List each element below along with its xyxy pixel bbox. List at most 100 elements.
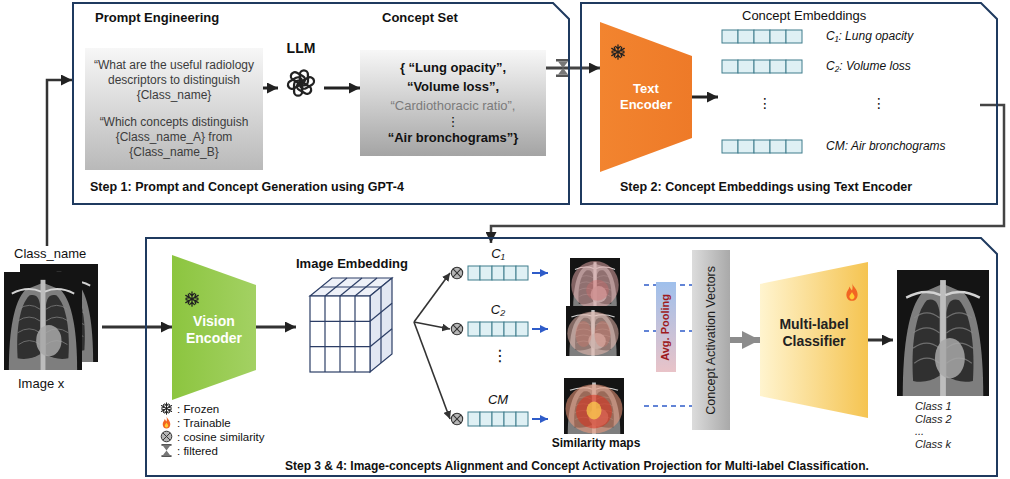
- ellipsis: ⋮: [492, 346, 508, 366]
- text-holder: C₁: [478, 246, 518, 262]
- similarity-map: [564, 378, 624, 434]
- input-label: Class_name: [14, 246, 86, 262]
- prompt-text: “Which concepts distinguish {Class_name_…: [93, 115, 255, 160]
- embedding-cell: [468, 412, 480, 426]
- concept-item: “Air bronchograms”}: [360, 130, 546, 146]
- connector: [532, 272, 548, 274]
- vector-label: CM: [478, 392, 518, 408]
- connector: [491, 105, 1004, 243]
- vector-label: C₂: [478, 302, 518, 318]
- connector: [730, 337, 760, 343]
- similarity-map: [566, 306, 620, 356]
- ellipsis: ⋮: [758, 94, 772, 112]
- embedding-cube: [310, 278, 392, 372]
- panel-border: [581, 3, 997, 204]
- class-label: ...: [915, 425, 924, 438]
- frozen-icon: [185, 292, 200, 306]
- text-holder: Avg. Pooling: [656, 282, 676, 372]
- text-holder: Text Encoder: [610, 81, 682, 113]
- trapezoid-shape: [600, 22, 692, 172]
- embedding-cell: [754, 30, 770, 43]
- text-holder: Prompt Engineering: [95, 10, 219, 26]
- legend-text: : Frozen: [177, 402, 219, 416]
- text-holder: Class k: [915, 438, 951, 451]
- embedding-cell: [468, 322, 480, 336]
- legend-row: : Frozen: [160, 402, 219, 416]
- legend-row: : Trainable: [160, 416, 231, 430]
- connector: [47, 80, 72, 246]
- text-holder: Class 2: [915, 413, 952, 426]
- classifier-label: Multi-label Classifier: [768, 316, 860, 350]
- text-holder: Concept Activation Vectors: [692, 250, 730, 430]
- embedding-cell: [492, 266, 504, 280]
- shape-layer: [548, 256, 644, 452]
- embedding-cell: [516, 412, 528, 426]
- prompt-box: Prompt Engineering “What are the useful r…: [85, 8, 263, 170]
- embedding-cell: [492, 322, 504, 336]
- text-holder: Vision Encoder: [179, 313, 249, 347]
- shape-layer: [296, 256, 414, 380]
- concept-item: “Cardiothoracic ratio”,: [360, 98, 546, 114]
- connector: [414, 322, 450, 419]
- legend-symbol: [161, 431, 172, 442]
- embedding-cell: [504, 412, 516, 426]
- text-holder: Step 3 & 4: Image-concepts Alignment and…: [285, 459, 869, 473]
- legend-text: : filtered: [177, 444, 218, 458]
- legend-symbol: [161, 444, 171, 457]
- similarity-maps: Similarity maps: [548, 256, 644, 452]
- text-holder: ...: [915, 425, 924, 438]
- prompt-text: “What are the useful radiology descripto…: [93, 58, 255, 103]
- text-holder: C₁: Lung opacity: [826, 29, 913, 43]
- llm-label: LLM: [278, 40, 324, 57]
- connector: [644, 405, 692, 407]
- image-embedding: Image Embedding: [296, 256, 414, 380]
- ellipsis: ⋮: [360, 114, 546, 130]
- embedding-cell: [754, 140, 770, 153]
- embedding-cell: [786, 140, 802, 153]
- concept-item: { “Lung opacity”,: [360, 60, 546, 76]
- llm-icon: [287, 70, 316, 95]
- embedding-label: C₁: Lung opacity: [826, 29, 913, 43]
- xray-image: [897, 270, 989, 396]
- shape-layer: [893, 270, 993, 454]
- embedding-cell: [480, 322, 492, 336]
- legend-symbol: [163, 417, 171, 429]
- group-heading: Image Embedding: [296, 256, 408, 272]
- text-holder: Step 2: Concept Embeddings using Text En…: [620, 180, 912, 195]
- text-holder: “Volume loss”,: [360, 79, 546, 95]
- group-heading: Concept Embeddings: [742, 8, 866, 24]
- text-holder: ⋮: [758, 94, 772, 112]
- embedding-cell: [738, 60, 754, 73]
- embedding-cell: [786, 60, 802, 73]
- concept-vector: C₁: [450, 243, 532, 283]
- embedding-cell: [754, 60, 770, 73]
- embedding-cell: [786, 30, 802, 43]
- embedding-cell: [504, 266, 516, 280]
- shape-layer: [2, 246, 102, 394]
- connector: [414, 322, 450, 329]
- connector: [532, 328, 548, 330]
- embedding-cell: [722, 30, 738, 43]
- text-holder: ⋮: [360, 114, 546, 130]
- multilabel-classifier: Multi-label Classifier: [760, 262, 868, 418]
- frozen-icon: [611, 45, 626, 59]
- box-heading: Prompt Engineering: [95, 10, 219, 26]
- legend-text: : Trainable: [177, 416, 231, 430]
- text-holder: ⋮: [872, 94, 886, 112]
- text-holder: Step 1: Prompt and Concept Generation us…: [90, 180, 404, 195]
- embedding-cell: [770, 60, 786, 73]
- embedding-cell: [480, 412, 492, 426]
- avg-pooling: Avg. Pooling: [656, 282, 676, 372]
- trapezoid-shape: [172, 255, 256, 400]
- image-caption: Image x: [18, 376, 64, 392]
- text-holder: C₂: Volume loss: [826, 59, 911, 73]
- text-holder: “What are the useful radiology descripto…: [93, 58, 255, 103]
- text-holder: CM: [478, 392, 518, 408]
- connector: [263, 87, 278, 90]
- text-holder: ⋮: [492, 346, 508, 366]
- embedding-cell: [738, 140, 754, 153]
- text-encoder: Text Encoder: [600, 22, 692, 172]
- embedding-label: CM: Air bronchograms: [826, 139, 946, 153]
- legend-row: : filtered: [160, 444, 218, 458]
- connector: [532, 418, 548, 420]
